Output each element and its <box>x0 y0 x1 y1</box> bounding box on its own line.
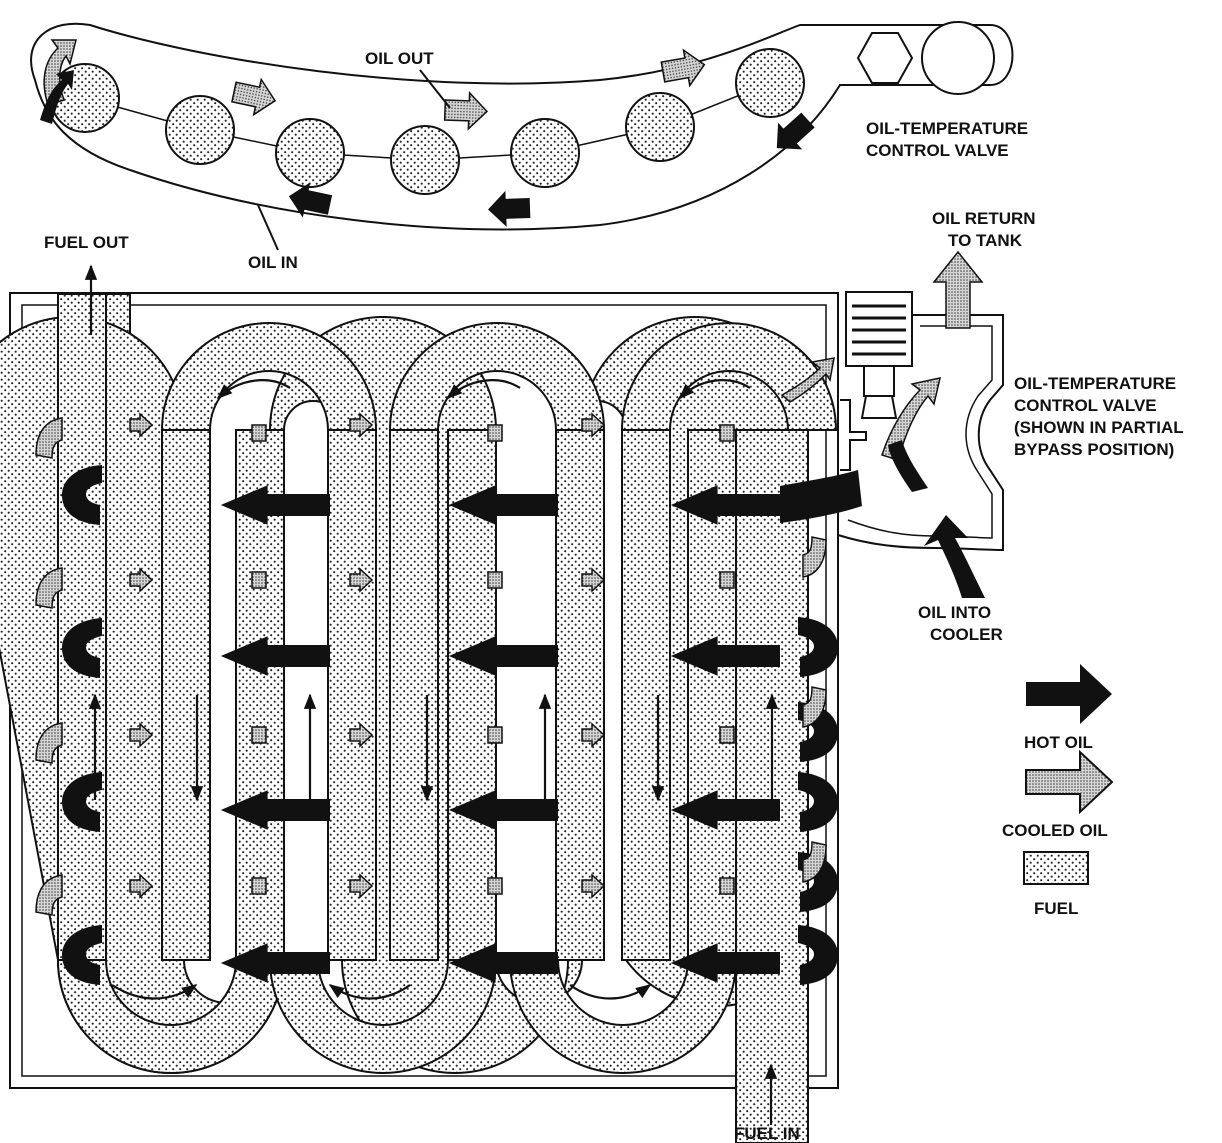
legend-cooled-oil-icon <box>1026 752 1112 812</box>
fuel-leg <box>622 430 670 960</box>
cooled-oil-tab <box>720 727 734 743</box>
fuel-out-label: FUEL OUT <box>44 233 129 252</box>
oil-in-label: OIL IN <box>248 253 298 272</box>
fuel-leg <box>162 430 210 960</box>
fuel-in-label: FUEL IN <box>734 1124 800 1143</box>
cooled-oil-tab <box>720 425 734 441</box>
legend-hot-oil-label: HOT OIL <box>1024 733 1093 752</box>
tube-section <box>626 93 694 161</box>
control-valve <box>838 252 1003 550</box>
oil-out-label: OIL OUT <box>365 49 434 68</box>
cooled-oil-tab <box>488 425 502 441</box>
cooled-oil-tab <box>720 572 734 588</box>
tube-section <box>736 49 804 117</box>
valve-stem <box>864 366 894 396</box>
valve-label-4: BYPASS POSITION) <box>1014 440 1174 459</box>
legend-fuel-label: FUEL <box>1034 899 1078 918</box>
cooled-oil-tab <box>252 572 266 588</box>
valve-poppet <box>862 396 896 418</box>
oil-return-label-2: TO TANK <box>948 231 1023 250</box>
oil-into-label-2: COOLER <box>930 625 1003 644</box>
cooled-oil-tab <box>488 727 502 743</box>
oil-return-label-1: OIL RETURN <box>932 209 1036 228</box>
cooled-oil-tab <box>720 878 734 894</box>
valve-body-icon <box>922 22 994 94</box>
tube-section <box>511 119 579 187</box>
cooled-oil-tab <box>488 572 502 588</box>
legend-fuel-icon <box>1024 852 1088 884</box>
oil-return-arrow <box>934 252 982 328</box>
valve-label-2: CONTROL VALVE <box>1014 396 1157 415</box>
cooled-oil-tab <box>252 727 266 743</box>
cooled-oil-tab <box>252 878 266 894</box>
valve-seat <box>840 400 866 470</box>
legend: HOT OIL COOLED OIL FUEL <box>1002 664 1112 918</box>
oil-into-label-1: OIL INTO <box>918 603 991 622</box>
tube-section <box>166 96 234 164</box>
cooled-oil-tab <box>252 425 266 441</box>
legend-cooled-oil-label: COOLED OIL <box>1002 821 1108 840</box>
fuel-leg <box>390 430 438 960</box>
tube-section <box>391 126 459 194</box>
oil-into-cooler-arrow <box>924 515 985 598</box>
cooled-oil-tab <box>488 878 502 894</box>
top-valve-label-2: CONTROL VALVE <box>866 141 1009 160</box>
hot-oil-valve-arrow <box>888 440 928 492</box>
legend-hot-oil-icon <box>1026 664 1112 724</box>
tube-section <box>276 119 344 187</box>
oil-in-leader <box>258 205 278 250</box>
top-valve-label-1: OIL-TEMPERATURE <box>866 119 1028 138</box>
valve-label-3: (SHOWN IN PARTIAL <box>1014 418 1184 437</box>
valve-label-1: OIL-TEMPERATURE <box>1014 374 1176 393</box>
